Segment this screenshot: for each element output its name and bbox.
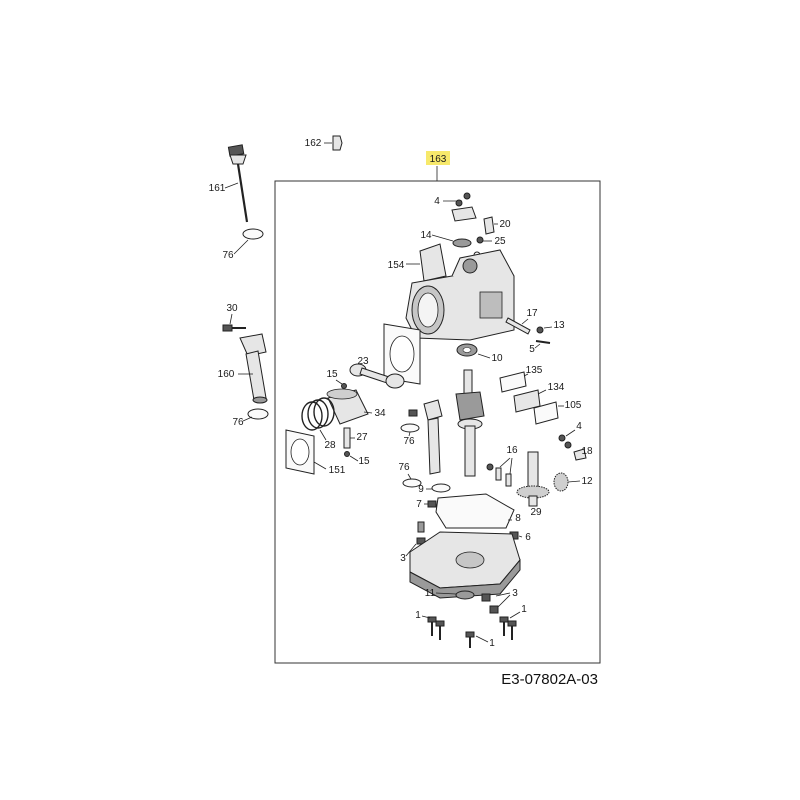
- callout-76-a[interactable]: 76: [222, 250, 234, 261]
- part-4-bolts-mid: [558, 434, 572, 449]
- part-12-governor-gear: [553, 472, 569, 492]
- part-162-plug: [332, 135, 343, 151]
- part-25-nut: [476, 236, 484, 244]
- callout-13[interactable]: 13: [553, 320, 565, 331]
- part-151-gasket: [285, 429, 315, 475]
- callout-162[interactable]: 162: [305, 138, 322, 149]
- part-160-fill-tube: [239, 333, 268, 404]
- part-14-seal: [452, 238, 472, 248]
- assembly-frame: [274, 180, 601, 664]
- assembly-label-highlight: [426, 151, 450, 165]
- callout-5[interactable]: 5: [529, 344, 535, 355]
- callout-151[interactable]: 151: [329, 465, 346, 476]
- part-16-tappets: [495, 467, 512, 487]
- callout-7[interactable]: 7: [416, 499, 422, 510]
- callout-105[interactable]: 105: [565, 400, 582, 411]
- part-4-bolts-top: [455, 192, 471, 207]
- part-8-sump-gasket: [435, 493, 515, 529]
- callout-12[interactable]: 12: [581, 476, 593, 487]
- part-15-clip-b: [344, 451, 350, 457]
- part-135-gasket: [499, 371, 527, 393]
- callout-14[interactable]: 14: [420, 230, 432, 241]
- callout-160[interactable]: 160: [218, 369, 235, 380]
- part-76-oring-b: [247, 408, 269, 420]
- part-engine-block: [405, 249, 515, 341]
- part-3-plug-b: [481, 593, 499, 614]
- callout-9[interactable]: 9: [418, 484, 424, 495]
- part-crankshaft: [455, 369, 485, 477]
- callout-154[interactable]: 154: [388, 260, 405, 271]
- part-20-rocker-arm: [483, 216, 495, 235]
- callout-34[interactable]: 34: [374, 408, 386, 419]
- part-1-bolts: [427, 616, 517, 648]
- callout-3-a[interactable]: 3: [400, 553, 406, 564]
- callout-29[interactable]: 29: [530, 507, 542, 518]
- part-valve-cover-plate: [451, 206, 477, 222]
- part-23-connecting-rod: [349, 363, 405, 389]
- part-76-oring-a: [242, 228, 264, 240]
- callout-15-b[interactable]: 15: [358, 456, 370, 467]
- callout-20[interactable]: 20: [499, 219, 511, 230]
- part-28-piston-rings: [301, 397, 335, 431]
- callout-28[interactable]: 28: [324, 440, 336, 451]
- callout-76-d[interactable]: 76: [398, 462, 410, 473]
- part-154-gasket: [419, 243, 447, 282]
- part-76-oring-d: [402, 478, 422, 488]
- part-11-seal: [455, 590, 475, 600]
- part-inner-fill-tube: [408, 399, 443, 475]
- callout-25[interactable]: 25: [494, 236, 506, 247]
- callout-4-a[interactable]: 4: [434, 196, 440, 207]
- callout-1-c[interactable]: 1: [521, 604, 527, 615]
- part-76-oring-c: [400, 423, 420, 433]
- part-105-gasket: [533, 401, 559, 425]
- callout-4-b[interactable]: 4: [576, 421, 582, 432]
- part-17-lever: [505, 317, 531, 335]
- callout-163[interactable]: 163: [430, 154, 447, 165]
- part-key: [486, 463, 494, 471]
- callout-18[interactable]: 18: [581, 446, 593, 457]
- part-27-piston-pin: [343, 427, 351, 449]
- drawing-code: E3-07802A-03: [501, 671, 598, 688]
- callout-15-a[interactable]: 15: [326, 369, 338, 380]
- callout-27[interactable]: 27: [356, 432, 368, 443]
- callout-1-b[interactable]: 1: [489, 638, 495, 649]
- part-13-nut: [536, 326, 544, 334]
- callout-17[interactable]: 17: [526, 308, 538, 319]
- part-3-plug-a: [416, 521, 426, 545]
- part-5-spring: [535, 340, 551, 344]
- part-29-camshaft: [516, 451, 550, 507]
- callout-16[interactable]: 16: [506, 445, 518, 456]
- callout-134[interactable]: 134: [548, 382, 565, 393]
- part-7-dowel: [427, 500, 437, 508]
- part-9-seal: [431, 483, 451, 493]
- callout-135[interactable]: 135: [526, 365, 543, 376]
- callout-23[interactable]: 23: [357, 356, 369, 367]
- callout-8[interactable]: 8: [515, 513, 521, 524]
- callout-161[interactable]: 161: [209, 183, 226, 194]
- callout-1-a[interactable]: 1: [415, 610, 421, 621]
- part-15-clip-a: [341, 383, 347, 389]
- callout-11[interactable]: 11: [425, 588, 436, 599]
- part-18-bracket: [573, 448, 587, 461]
- part-sump-cover: [409, 531, 521, 599]
- callout-3-b[interactable]: 3: [512, 588, 518, 599]
- callout-10[interactable]: 10: [491, 353, 503, 364]
- callout-76-c[interactable]: 76: [403, 436, 415, 447]
- callout-6[interactable]: 6: [525, 532, 531, 543]
- part-30-screw: [222, 324, 246, 332]
- callout-76-b[interactable]: 76: [232, 417, 244, 428]
- callout-30[interactable]: 30: [226, 303, 238, 314]
- part-161-dipstick: [227, 144, 249, 223]
- part-head-gasket: [383, 323, 421, 385]
- part-34-piston: [326, 388, 369, 425]
